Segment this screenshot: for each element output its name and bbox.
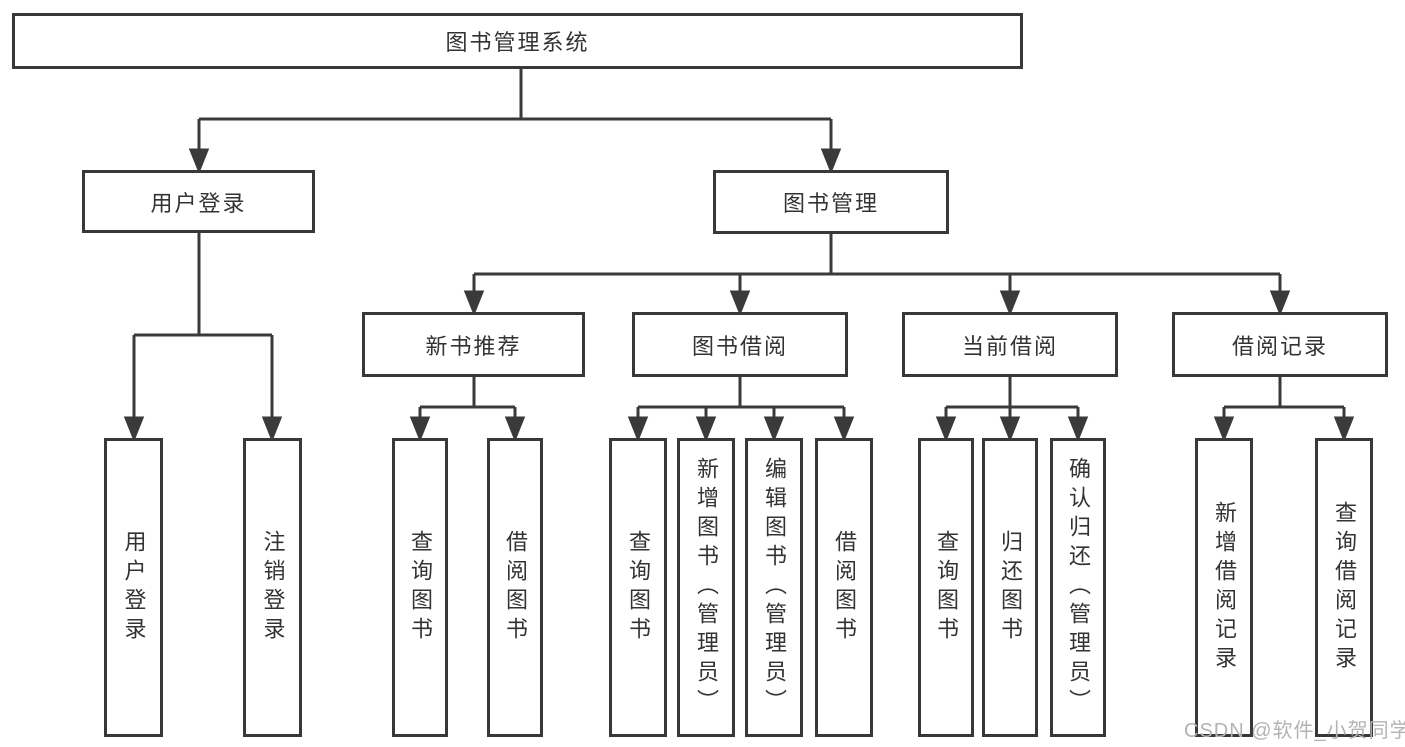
connector-root-to-level2 — [188, 69, 842, 175]
leaf-br-query-borrow-record: 查询借阅记录 — [1315, 438, 1373, 737]
leaf-cb-return-books: 归还图书 — [982, 438, 1038, 737]
leaf-bb-query-books: 查询图书 — [609, 438, 667, 737]
arrow-down-icon — [1067, 416, 1089, 443]
leaf-cb-query-books: 查询图书 — [918, 438, 974, 737]
node-borrow-records: 借阅记录 — [1172, 312, 1388, 377]
arrow-down-icon — [1269, 290, 1291, 317]
node-book-management: 图书管理 — [713, 170, 949, 234]
arrow-down-icon — [463, 290, 485, 317]
leaf-cb-confirm-return-admin: 确认归还（管理员） — [1050, 438, 1106, 737]
arrow-down-icon — [695, 416, 717, 443]
arrow-down-icon — [1333, 416, 1355, 443]
connector-new-book-rec-children — [409, 377, 526, 443]
leaf-nbr-query-books: 查询图书 — [392, 438, 448, 737]
connector-borrow-records-children — [1213, 377, 1355, 443]
node-label: 查询借阅记录 — [1332, 500, 1357, 675]
node-label: 归还图书 — [998, 529, 1023, 646]
node-label: 借阅图书 — [832, 529, 857, 646]
node-root-system: 图书管理系统 — [12, 13, 1023, 69]
node-book-borrow: 图书借阅 — [632, 312, 848, 377]
node-label: 用户登录 — [121, 529, 147, 646]
leaf-bb-edit-books-admin: 编辑图书（管理员） — [745, 438, 803, 737]
arrow-down-icon — [123, 416, 145, 443]
connector-book-borrow-children — [627, 377, 855, 443]
node-current-borrow: 当前借阅 — [902, 312, 1118, 377]
node-label: 借阅图书 — [503, 529, 528, 646]
csdn-watermark: CSDN @软件_小贺同学 — [1184, 720, 1405, 742]
arrow-down-icon — [409, 416, 431, 443]
node-label: 查询图书 — [626, 529, 651, 646]
connector-current-borrow-children — [935, 377, 1089, 443]
node-new-book-recommend: 新书推荐 — [362, 312, 585, 377]
arrow-down-icon — [833, 416, 855, 443]
leaf-bb-borrow-books: 借阅图书 — [815, 438, 873, 737]
arrow-down-icon — [1213, 416, 1235, 443]
arrow-down-icon — [763, 416, 785, 443]
node-label: 新增图书（管理员） — [694, 457, 719, 718]
arrow-down-icon — [729, 290, 751, 317]
node-label: 确认归还（管理员） — [1066, 457, 1091, 718]
arrow-down-icon — [999, 290, 1021, 317]
arrow-down-icon — [999, 416, 1021, 443]
node-label: 查询图书 — [934, 529, 959, 646]
node-label: 注销登录 — [260, 529, 286, 646]
leaf-logout: 注销登录 — [243, 438, 302, 737]
arrow-down-icon — [820, 148, 842, 175]
leaf-nbr-borrow-books: 借阅图书 — [487, 438, 543, 737]
connector-book-mgmt-children — [463, 234, 1291, 317]
node-user-login: 用户登录 — [82, 170, 315, 233]
node-label: 查询图书 — [408, 529, 433, 646]
arrow-down-icon — [504, 416, 526, 443]
arrow-down-icon — [188, 148, 210, 175]
leaf-bb-add-books-admin: 新增图书（管理员） — [677, 438, 735, 737]
arrow-down-icon — [935, 416, 957, 443]
leaf-br-add-borrow-record: 新增借阅记录 — [1195, 438, 1253, 737]
node-label: 编辑图书（管理员） — [762, 457, 787, 718]
arrow-down-icon — [627, 416, 649, 443]
leaf-user-login: 用户登录 — [104, 438, 163, 737]
connector-user-login-children — [123, 233, 283, 443]
node-label: 新增借阅记录 — [1212, 500, 1237, 675]
arrow-down-icon — [261, 416, 283, 443]
